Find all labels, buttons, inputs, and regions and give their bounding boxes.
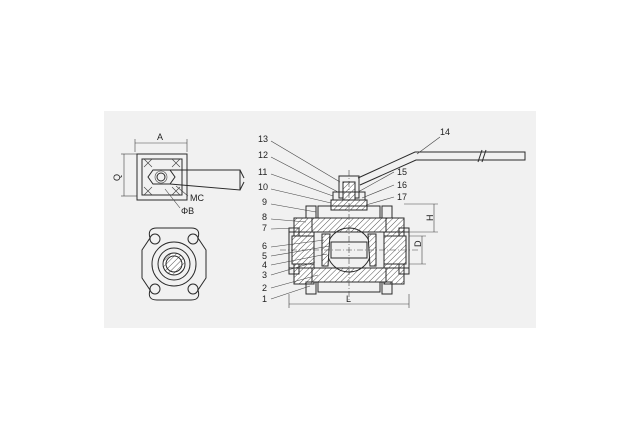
section-view: H D L <box>270 136 526 308</box>
part-label-4: 4 <box>262 260 267 270</box>
part-label-6: 6 <box>262 241 267 251</box>
part-label-5: 5 <box>262 251 267 261</box>
dim-d-label: D <box>413 240 423 247</box>
part-label-7: 7 <box>262 223 267 233</box>
top-view: A Q MC ΦB <box>112 132 245 216</box>
part-label-12: 12 <box>258 150 268 160</box>
part-label-3: 3 <box>262 270 267 280</box>
dim-l-label: L <box>346 294 351 304</box>
dim-q-label: Q <box>112 174 122 181</box>
flange-view <box>141 227 207 301</box>
part-label-14: 14 <box>440 127 450 137</box>
part-label-8: 8 <box>262 212 267 222</box>
dim-a-label: A <box>157 132 163 142</box>
part-labels: 13 12 11 10 9 8 7 6 5 4 3 2 1 14 15 16 1… <box>258 127 450 304</box>
part-label-16: 16 <box>397 180 407 190</box>
part-label-9: 9 <box>262 197 267 207</box>
part-label-10: 10 <box>258 182 268 192</box>
hole-dia-label: ΦB <box>181 206 194 216</box>
part-label-17: 17 <box>397 192 407 202</box>
part-label-11: 11 <box>258 167 267 177</box>
part-label-2: 2 <box>262 283 267 293</box>
part-label-1: 1 <box>262 294 267 304</box>
stem-thread-label: MC <box>190 193 204 203</box>
dim-h-label: H <box>425 215 435 222</box>
part-label-15: 15 <box>397 167 407 177</box>
part-label-13: 13 <box>258 134 268 144</box>
